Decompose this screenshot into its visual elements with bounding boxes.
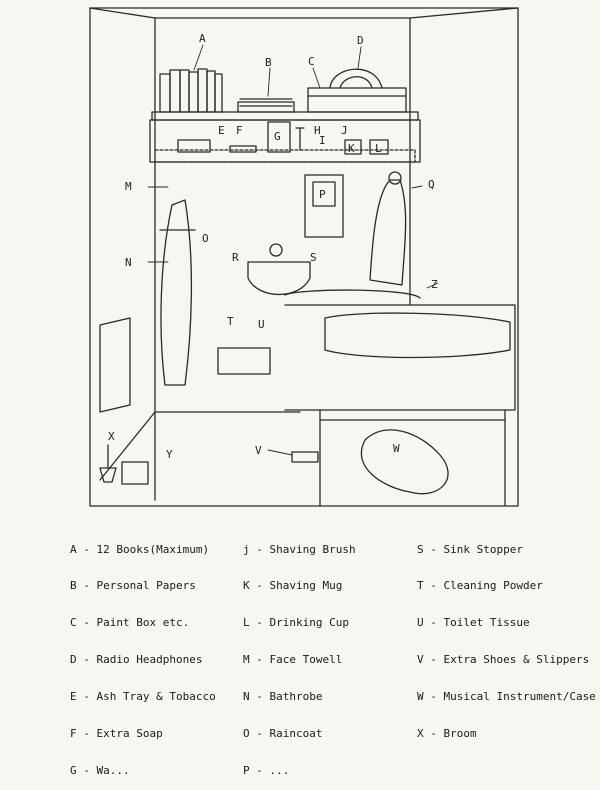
legend-item: T - Cleaning Powder xyxy=(417,579,543,593)
radio-headphones xyxy=(329,68,383,89)
legend-item: L - Drinking Cup xyxy=(243,616,349,630)
legend-item: F - Extra Soap xyxy=(70,727,163,741)
callout-h: H xyxy=(314,124,321,137)
legend-item: E - Ash Tray & Tobacco xyxy=(70,690,216,704)
legend-item: P - ... xyxy=(243,763,290,777)
bed-frame xyxy=(284,304,516,411)
shoes xyxy=(291,451,319,463)
paint-box xyxy=(307,87,407,113)
callout-s: S xyxy=(310,251,317,264)
callout-o: O xyxy=(202,232,209,245)
callout-b: B xyxy=(265,56,272,69)
extra-soap xyxy=(229,145,257,153)
shelf-front xyxy=(149,119,421,163)
callout-r: R xyxy=(232,251,239,264)
legend-column-2: j - Shaving Brush K - Shaving Mug L - Dr… xyxy=(243,519,356,790)
legend-column-3: S - Sink Stopper T - Cleaning Powder U -… xyxy=(417,519,596,753)
outer-frame xyxy=(89,7,519,507)
callout-g: G xyxy=(274,130,281,143)
cleaning-box xyxy=(217,347,271,375)
perspective-top-left xyxy=(89,7,156,19)
personal-papers xyxy=(237,98,295,113)
legend-item: N - Bathrobe xyxy=(243,690,323,704)
basket-y xyxy=(121,461,149,485)
shelf xyxy=(151,111,419,121)
legend-item: U - Toilet Tissue xyxy=(417,616,530,630)
callout-n: N xyxy=(125,256,132,269)
callout-t: T xyxy=(227,315,234,328)
callout-k: K xyxy=(348,142,355,155)
legend-item: K - Shaving Mug xyxy=(243,579,343,593)
legend-column-1: A - 12 Books(Maximum) B - Personal Paper… xyxy=(70,519,216,790)
callout-f: F xyxy=(236,124,243,137)
callout-p: P xyxy=(319,188,326,201)
shelf-rail xyxy=(154,149,416,163)
mug-k xyxy=(344,139,362,155)
bed-rail xyxy=(284,289,421,299)
callout-a: A xyxy=(199,32,206,45)
books xyxy=(159,68,223,113)
callout-j: J xyxy=(341,124,348,137)
legend-item: A - 12 Books(Maximum) xyxy=(70,542,210,556)
callout-l: L xyxy=(375,142,382,155)
callout-v: V xyxy=(255,444,262,457)
mirror-p xyxy=(304,174,344,238)
legend-item: V - Extra Shoes & Slippers xyxy=(417,653,590,667)
cup-l xyxy=(369,139,389,155)
water-can xyxy=(267,121,291,153)
callout-c: C xyxy=(308,55,315,68)
bathrobe xyxy=(160,199,193,386)
legend-item: j - Shaving Brush xyxy=(243,542,356,556)
brush-j xyxy=(295,127,305,151)
instrument-case xyxy=(360,429,449,495)
ash-tray xyxy=(177,139,211,153)
cell-diagram xyxy=(89,7,519,507)
callout-e: E xyxy=(218,124,225,137)
perspective-top-right xyxy=(409,7,519,19)
legend-item: M - Face Towell xyxy=(243,653,343,667)
legend-item: O - Raincoat xyxy=(243,727,323,741)
callout-y: Y xyxy=(166,448,173,461)
legend-item: G - Wa... xyxy=(70,763,130,777)
callout-d: D xyxy=(357,34,364,47)
wall-plate xyxy=(99,317,131,413)
raincoat xyxy=(369,179,407,286)
legend-item: W - Musical Instrument/Case xyxy=(417,690,596,704)
legend-item: D - Radio Headphones xyxy=(70,653,203,667)
callout-q: Q xyxy=(428,178,435,191)
callout-z: Z xyxy=(431,278,438,291)
pillow xyxy=(324,312,511,359)
broom xyxy=(99,444,117,483)
legend-item: B - Personal Papers xyxy=(70,579,196,593)
sink xyxy=(247,261,311,296)
callout-m: M xyxy=(125,180,132,193)
legend-item: X - Broom xyxy=(417,727,477,741)
legend-item: S - Sink Stopper xyxy=(417,542,523,556)
callout-w: W xyxy=(393,442,400,455)
callout-i: I xyxy=(319,134,326,147)
callout-x: X xyxy=(108,430,115,443)
callout-u: U xyxy=(258,318,265,331)
legend-item: C - Paint Box etc. xyxy=(70,616,190,630)
floor-line xyxy=(99,411,301,481)
